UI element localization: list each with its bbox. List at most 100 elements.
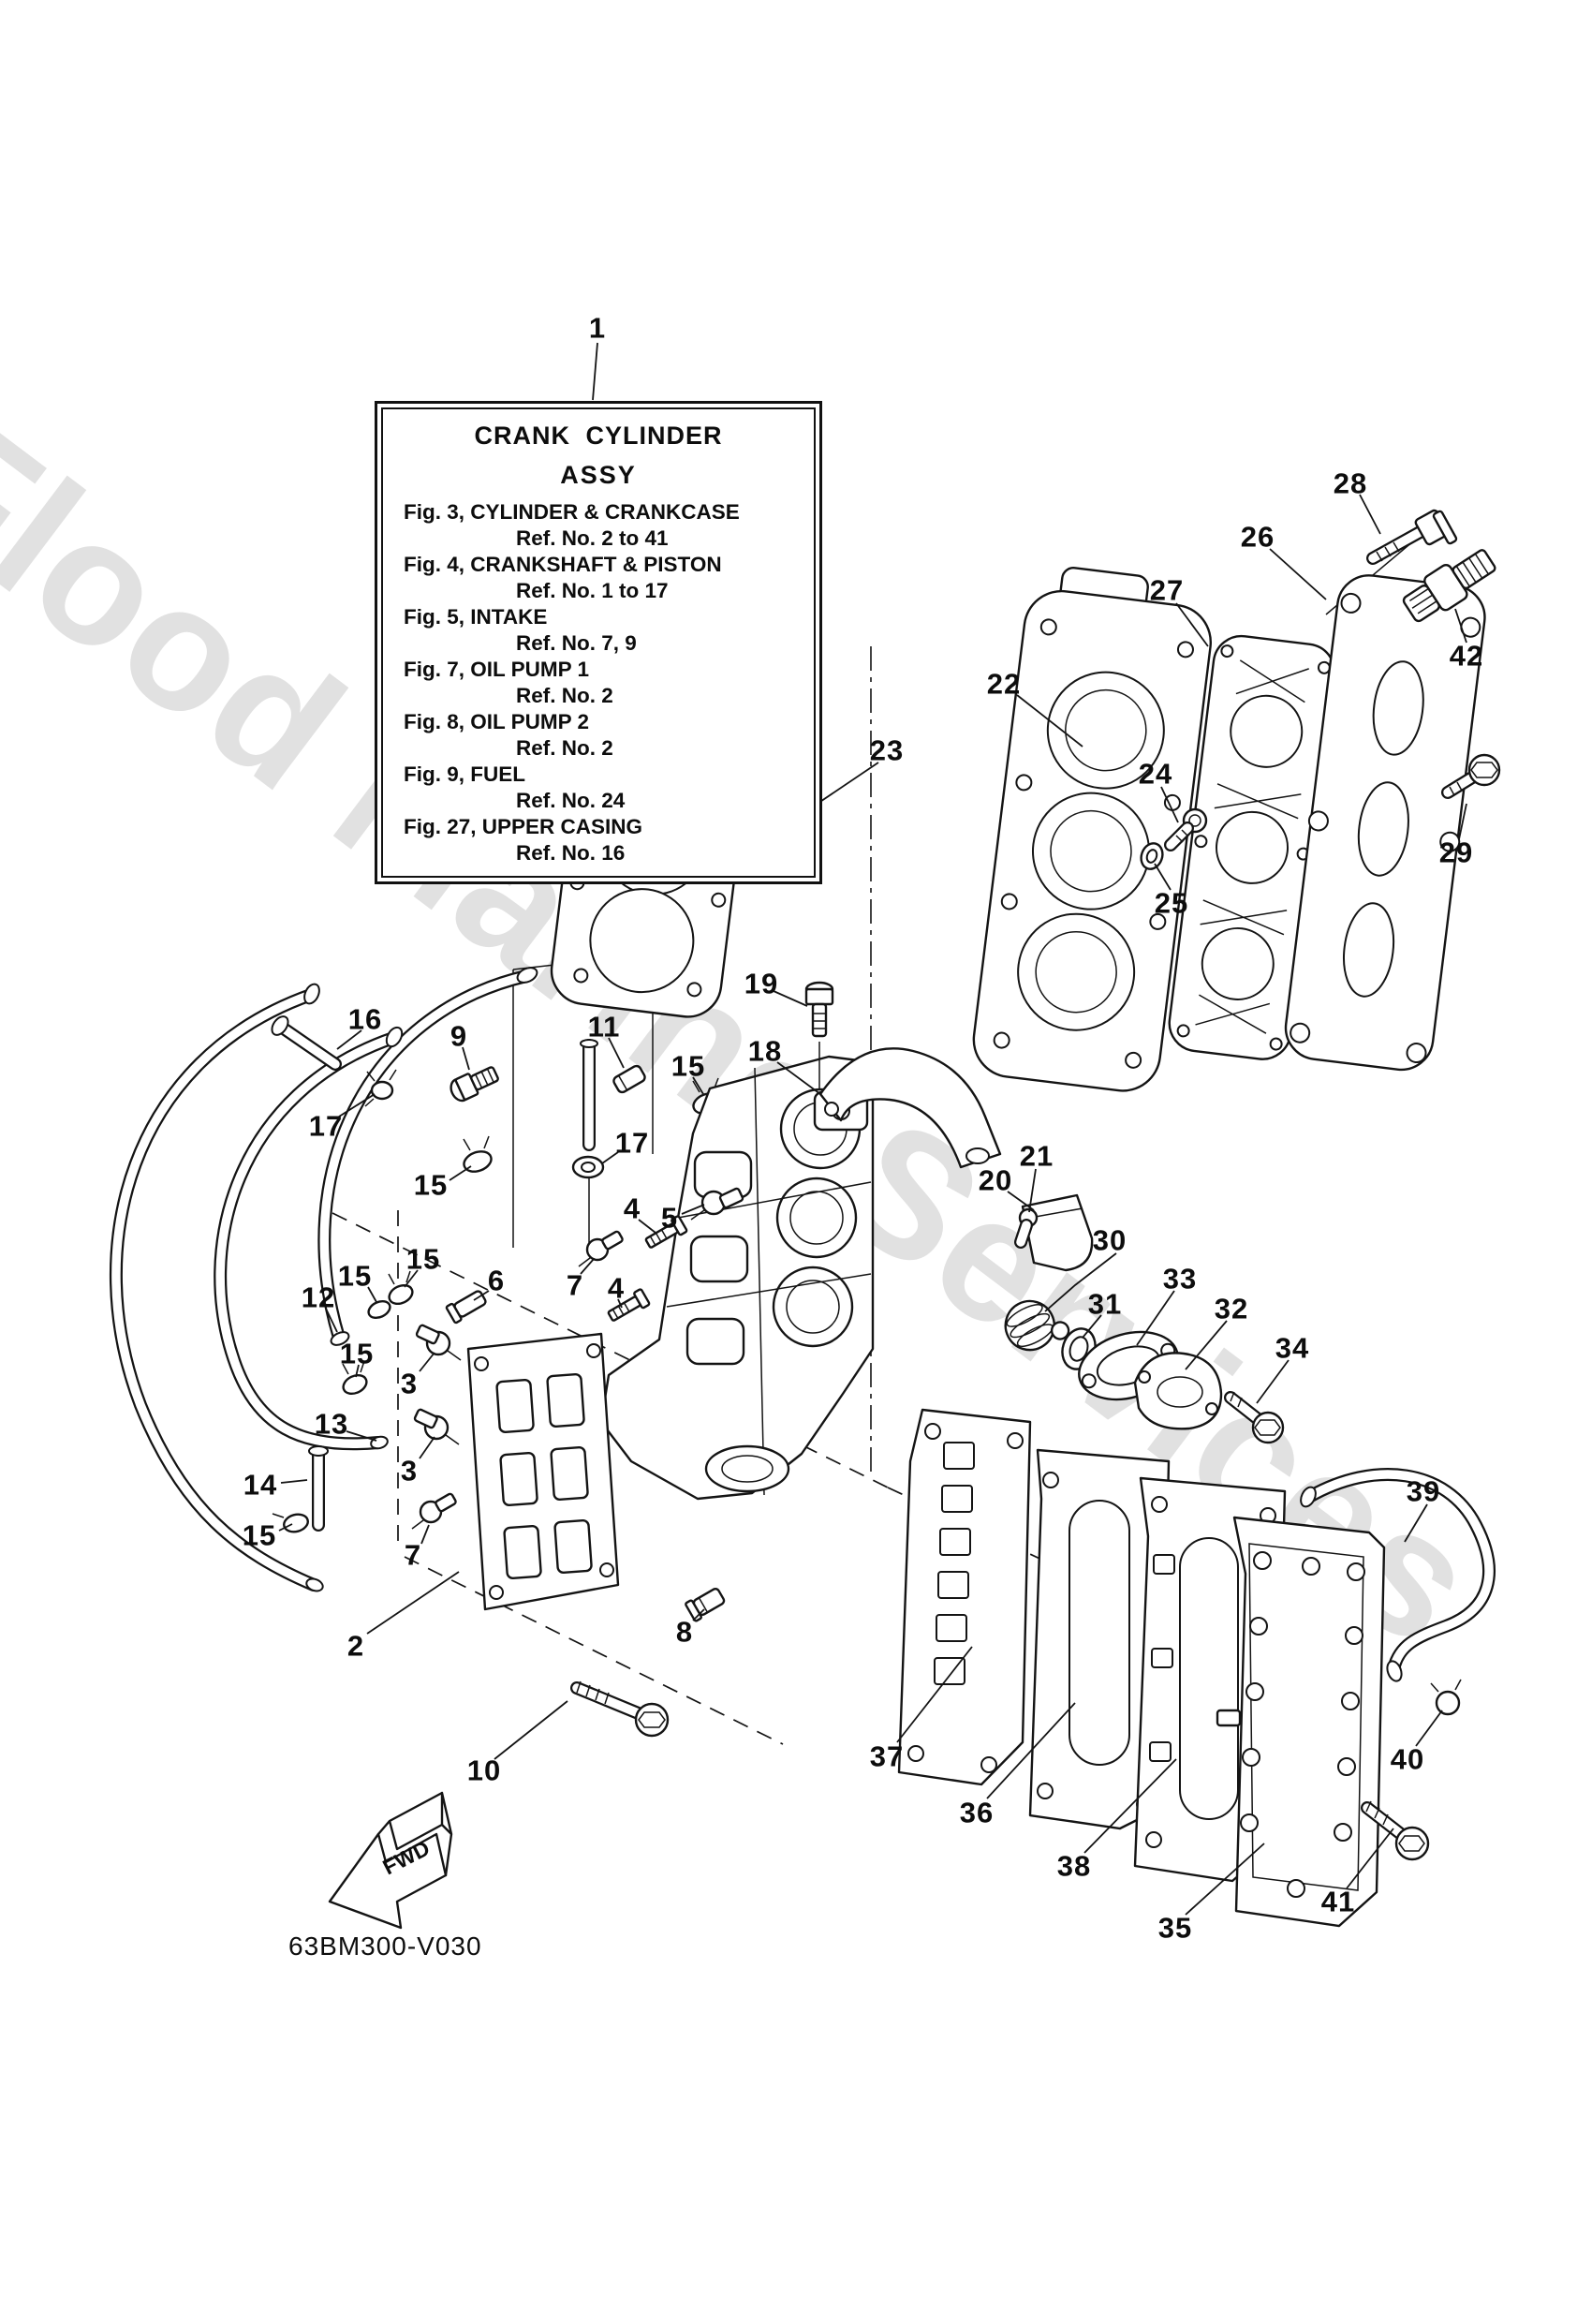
callout-23: 23 [869,733,905,767]
callout-28: 28 [1333,466,1368,500]
leader-15 [692,1076,704,1095]
leader-14 [280,1479,308,1484]
callout-8: 8 [675,1615,694,1649]
callout-15: 15 [671,1049,706,1083]
callout-30: 30 [1092,1223,1127,1257]
callout-31: 31 [1087,1287,1123,1321]
leader-16 [336,1029,362,1050]
callout-3: 3 [400,1367,419,1400]
callout-11: 11 [587,1010,621,1044]
callout-15: 15 [337,1259,373,1293]
callout-3: 3 [400,1454,419,1488]
leader-6 [473,1290,490,1301]
info-entry-fig-3: Fig. 7, OIL PUMP 1 [404,658,589,682]
leader-15 [449,1165,472,1181]
bracket-18 [818,1047,1002,1169]
info-entry-ref-5: Ref. No. 24 [516,789,626,813]
leader-5 [681,1204,705,1215]
callout-38: 38 [1056,1849,1092,1883]
leader-22 [1016,694,1083,748]
leader-15 [404,1269,419,1288]
leader-3 [419,1352,435,1372]
info-entry-fig-5: Fig. 9, FUEL [404,762,526,787]
drawing-code: 63BM300-V030 [288,1932,482,1961]
fitting-7b [411,1492,457,1530]
callout-27: 27 [1149,573,1185,607]
leader-12 [325,1308,338,1333]
info-entry-fig-6: Fig. 27, UPPER CASING [404,815,643,839]
sleeve-11 [612,1064,646,1094]
callout-32: 32 [1214,1292,1249,1325]
callout-15: 15 [405,1242,441,1276]
leader-30 [1044,1252,1117,1312]
callout-22: 22 [986,667,1022,701]
thermostat-30 [1004,1299,1070,1352]
callout-39: 39 [1406,1474,1441,1508]
cover-20 [1021,1193,1094,1272]
callout-26: 26 [1240,520,1275,554]
callout-12: 12 [301,1280,336,1314]
leader-3 [419,1436,435,1459]
callout-21: 21 [1019,1139,1054,1173]
leader-lines [278,342,1467,1916]
sender-42 [1402,549,1496,623]
callout-20: 20 [978,1163,1013,1197]
leader-21 [1028,1168,1037,1213]
callout-17: 17 [308,1109,344,1143]
leader-39 [1404,1503,1428,1543]
leader-31 [1082,1314,1102,1339]
leader-4 [638,1219,656,1234]
info-entry-ref-6: Ref. No. 16 [516,841,626,866]
callout-42: 42 [1449,639,1484,673]
cylinder-block [599,1055,875,1501]
thermostat-group [1004,1193,1285,1444]
hose-clamps [272,1069,722,1533]
callout-4: 4 [607,1271,626,1305]
leader-36 [986,1702,1076,1799]
plug-6 [445,1290,487,1325]
callout-5: 5 [660,1201,679,1235]
leader-9 [462,1046,470,1071]
callout-18: 18 [747,1034,783,1068]
assembly-info-box: CRANK CYLINDER ASSY Fig. 3, CYLINDER & C… [375,401,822,884]
hose-39 [1300,1468,1496,1682]
callout-14: 14 [243,1468,278,1502]
cover-32 [1133,1352,1223,1430]
fitting-3b [413,1408,460,1445]
callout-24: 24 [1138,757,1173,791]
exhaust-gasket-27 [1168,634,1336,1060]
info-entry-fig-2: Fig. 5, INTAKE [404,605,548,629]
leader-29 [1458,803,1467,840]
callout-25: 25 [1154,886,1189,920]
small-fittings [411,1064,744,1738]
bolt-41 [1361,1800,1430,1861]
leader-24 [1160,786,1179,823]
leader-25 [1154,863,1172,891]
callout-6: 6 [487,1264,506,1297]
callout-13: 13 [314,1407,349,1441]
assembly-info-box-inner: CRANK CYLINDER ASSY Fig. 3, CYLINDER & C… [381,407,816,878]
leader-4 [617,1298,623,1309]
info-entry-ref-2: Ref. No. 7, 9 [516,631,637,656]
callout-37: 37 [869,1739,905,1773]
outer-cover-35 [1216,1516,1386,1928]
callout-2: 2 [346,1629,365,1663]
info-title-line2: ASSY [560,460,637,489]
callout-15: 15 [242,1518,277,1552]
leader-11 [608,1037,625,1069]
callout-36: 36 [959,1796,995,1829]
info-entry-fig-1: Fig. 4, CRANKSHAFT & PISTON [404,553,722,577]
info-entry-ref-0: Ref. No. 2 to 41 [516,526,669,551]
callout-35: 35 [1157,1911,1193,1945]
leader-15 [355,1364,360,1378]
fwd-arrow: FWD [328,1791,453,1930]
fitting-7a [578,1230,624,1267]
callout-1: 1 [588,311,607,345]
exhaust-cover-26 [1284,574,1486,1072]
bolt-4b [607,1288,651,1322]
leader-38 [1083,1758,1177,1854]
leader-41 [1346,1828,1394,1889]
